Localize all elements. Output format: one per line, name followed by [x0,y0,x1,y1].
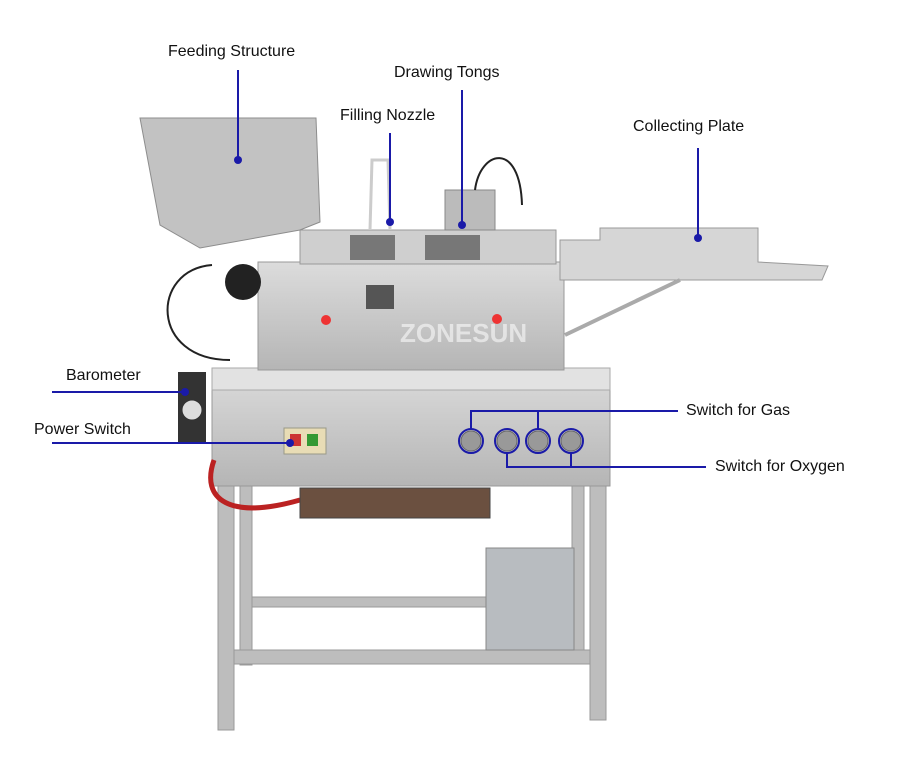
collection-bin [485,547,575,651]
watermark: ZONESUN [400,318,527,348]
label-power-switch: Power Switch [34,421,131,438]
label-switch-oxygen: Switch for Oxygen [715,458,845,475]
callout-lines [52,70,706,468]
upper-housing [257,261,565,371]
collecting-plate [559,227,829,281]
callout-dots [181,156,702,447]
gas-oxygen-knobs [460,430,582,452]
label-collecting-plate: Collecting Plate [633,118,745,135]
label-feeding-structure: Feeding Structure [168,43,296,60]
feeding-hopper [139,117,321,249]
label-switch-gas: Switch for Gas [686,402,791,419]
label-drawing-tongs: Drawing Tongs [394,64,500,81]
label-filling-nozzle: Filling Nozzle [340,107,436,124]
label-barometer: Barometer [66,367,141,384]
frame [217,484,607,731]
